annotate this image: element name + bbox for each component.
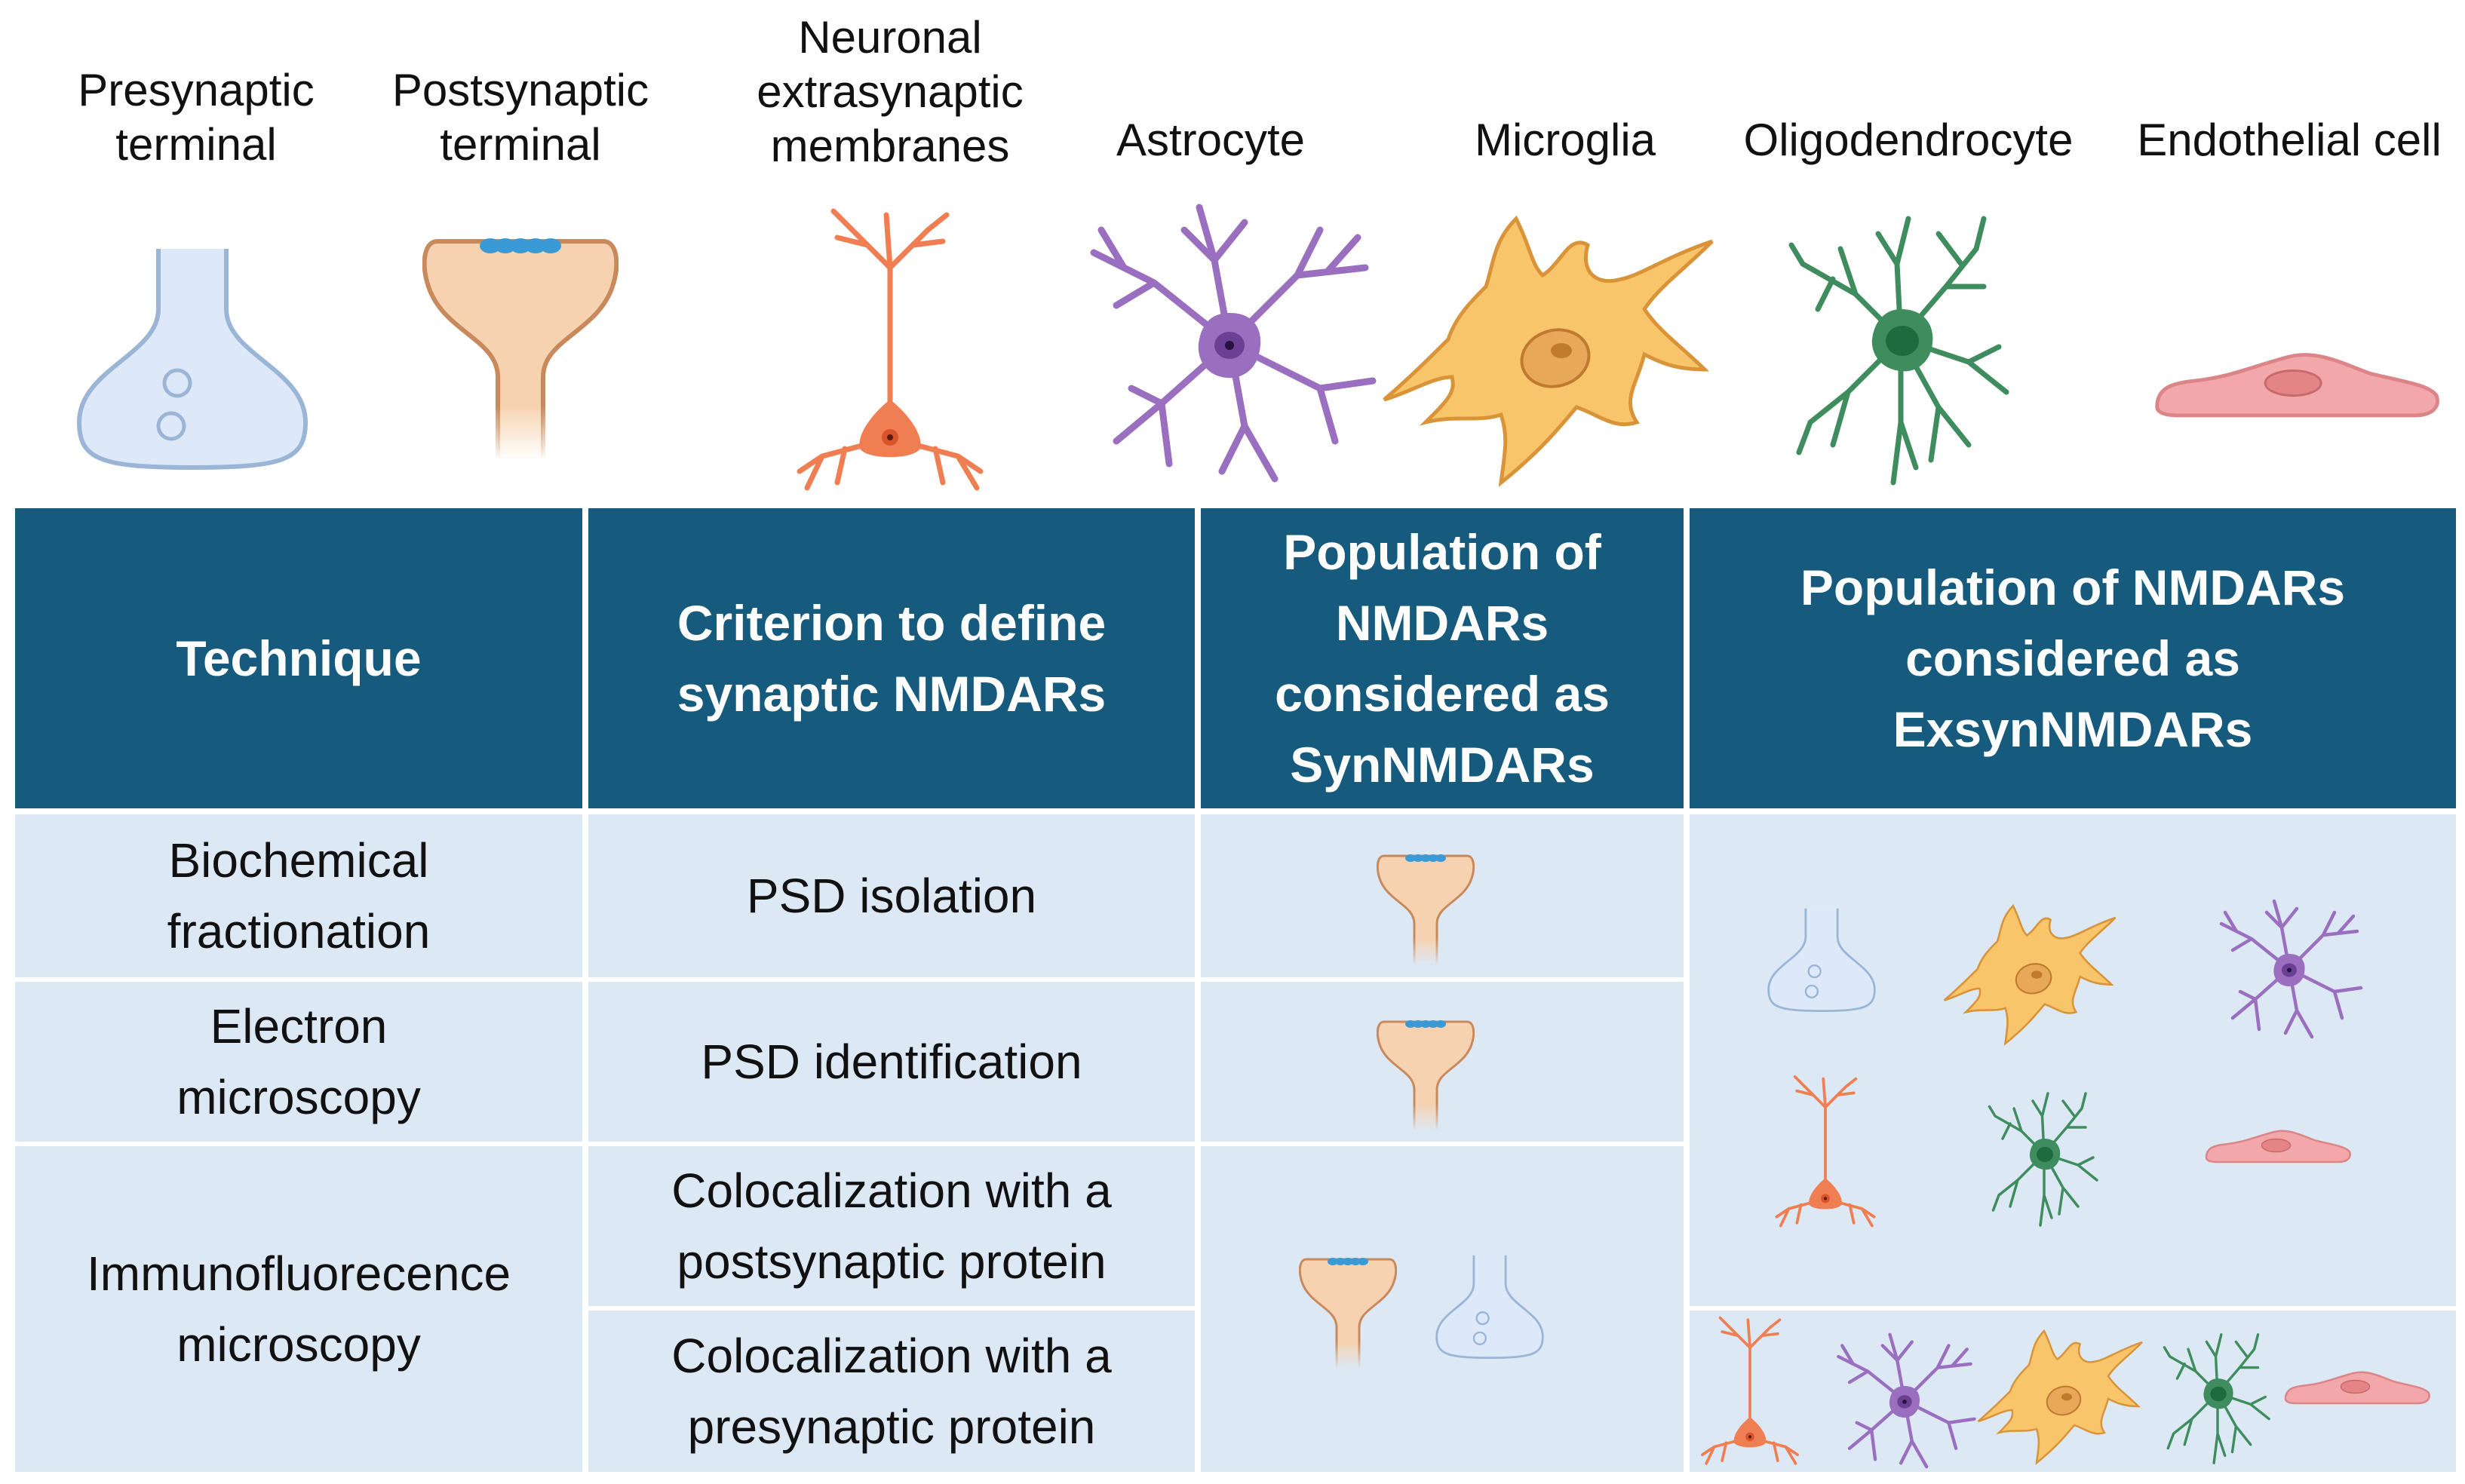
cell-line: PSD identification [701,1035,1082,1089]
neuronal-extrasynaptic-label: Neuronal extrasynaptic membranes [739,11,1041,173]
column-divider [1195,508,1201,808]
label-line: Astrocyte [1116,115,1306,165]
endothelial-cell-icon [2282,1369,2433,1406]
cell-line: presynaptic protein [687,1400,1096,1454]
row-divider [1690,1306,2456,1311]
row-divider [15,977,1684,982]
label-line: Oligodendrocyte [1743,115,2074,165]
label-line: Neuronal [798,12,982,63]
postsynaptic-terminal-icon [1377,1014,1475,1135]
oligodendrocyte-icon [1988,1086,2101,1229]
header-line: NMDARs [1335,595,1549,651]
table-row-1-technique: Biochemical fractionation [15,814,582,977]
header-line: considered as [1275,666,1610,722]
column-divider [1684,814,1690,1472]
cell-line: Electron [210,999,388,1053]
label-line: Postsynaptic [391,65,649,115]
microglia-icon [1976,1323,2150,1467]
presynaptic-terminal-icon [1765,905,1878,1018]
postsynaptic-terminal-label: Postsynaptic terminal [370,63,671,172]
header-syn-population: Population of NMDARs considered as SynNM… [1201,508,1684,808]
column-divider [582,508,588,808]
astrocyte-icon [1071,200,1388,486]
oligodendrocyte-icon [2161,1327,2274,1467]
microglia-icon [1380,204,1727,490]
astrocyte-icon [2210,897,2368,1041]
presynaptic-terminal-icon [1433,1252,1546,1365]
table-header-row: Technique Criterion to define synaptic N… [15,508,2456,808]
endothelial-cell-icon [2150,347,2444,422]
astrocyte-label: Astrocyte [1056,113,1365,167]
microglia-icon [1942,897,2123,1048]
header-line: Technique [176,630,422,686]
header-line: Population of NMDARs [1800,560,2346,615]
endothelial-cell-label: Endothelial cell [2120,113,2459,167]
postsynaptic-terminal-icon [422,226,619,468]
header-line: SynNMDARs [1290,737,1595,793]
label-line: terminal [440,119,601,170]
presynaptic-terminal-label: Presynaptic terminal [45,63,347,172]
neuron-icon [792,207,988,494]
microglia-label: Microglia [1411,113,1720,167]
cell-line: Colocalization with a [671,1164,1112,1218]
header-line: Criterion to define [677,595,1107,651]
label-line: terminal [115,119,277,170]
cell-line: microscopy [177,1317,421,1372]
header-line: synaptic NMDARs [677,666,1107,722]
label-line: Microglia [1474,115,1656,165]
astrocyte-icon [1825,1331,1984,1470]
label-line: Endothelial cell [2137,115,2442,165]
cell-line: fractionation [167,904,431,958]
header-technique: Technique [15,508,582,808]
table-row-3b-criterion: Colocalization with a presynaptic protei… [588,1311,1195,1472]
oligodendrocyte-label: Oligodendrocyte [1727,113,2089,167]
row-divider [588,1306,1195,1311]
header-exsyn-population: Population of NMDARs considered as Exsyn… [1690,508,2456,808]
cell-line: Immunofluorecence [86,1246,511,1301]
endothelial-cell-icon [2203,1127,2353,1165]
header-line: Population of [1283,524,1601,580]
cell-line: Colocalization with a [671,1329,1112,1383]
cell-line: microscopy [177,1070,421,1124]
label-line: Presynaptic [78,65,315,115]
column-divider [1684,508,1690,808]
neuron-icon [1773,1075,1878,1229]
table-row-2-technique: Electron microscopy [15,982,582,1142]
label-line: membranes [770,121,1010,171]
row-divider [15,1142,1684,1146]
postsynaptic-terminal-icon [1299,1252,1397,1372]
header-line: ExsynNMDARs [1892,701,2253,757]
oligodendrocyte-icon [1788,204,2014,490]
presynaptic-terminal-icon [68,241,317,483]
header-line: considered as [1905,630,2240,686]
cell-line: postsynaptic protein [677,1234,1107,1289]
table-row-1-criterion: PSD isolation [588,814,1195,977]
header-criterion: Criterion to define synaptic NMDARs [588,508,1195,808]
neuron-icon [1697,1316,1803,1467]
cell-line: PSD isolation [746,869,1037,923]
table-row-3a-criterion: Colocalization with a postsynaptic prote… [588,1146,1195,1306]
cell-line: Biochemical [168,833,429,888]
table-row-2-criterion: PSD identification [588,982,1195,1142]
table-row-3-technique: Immunofluorecence microscopy [15,1146,582,1472]
label-line: extrasynaptic [757,66,1024,117]
postsynaptic-terminal-icon [1377,848,1475,969]
